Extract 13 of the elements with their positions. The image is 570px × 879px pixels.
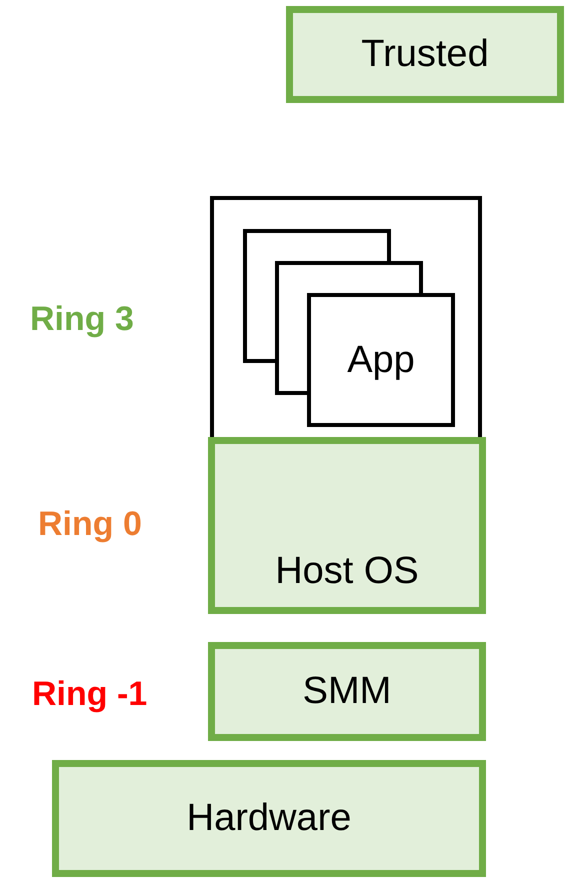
smm-box <box>208 642 486 741</box>
trusted-box <box>286 6 564 103</box>
box-label: Hardware <box>186 797 352 840</box>
app-box <box>307 293 455 427</box>
ring-label: Ring 0 <box>38 505 142 544</box>
hardware-box <box>52 760 486 877</box>
box-label: SMM <box>302 670 392 713</box>
host-os-box <box>208 437 486 614</box>
box-label: Trusted <box>361 33 489 76</box>
box-label: Host OS <box>275 550 419 593</box>
ring-label: Ring 3 <box>30 300 134 339</box>
ring-label: Ring -1 <box>32 675 148 714</box>
box-label: App <box>347 338 415 382</box>
